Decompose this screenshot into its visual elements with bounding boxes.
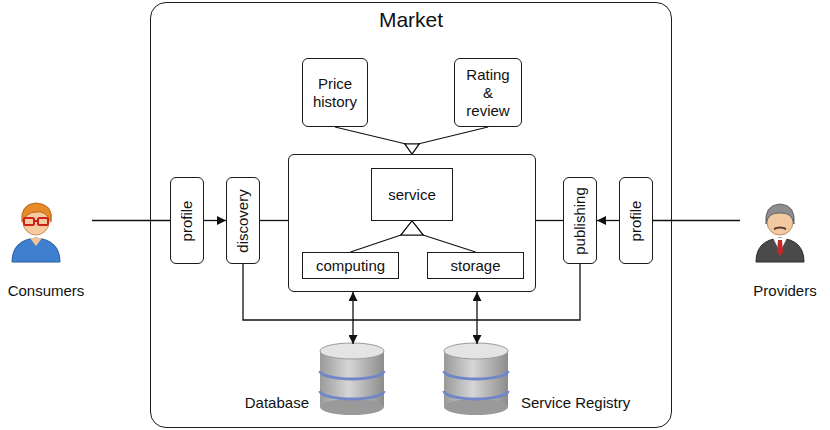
connector [353, 292, 354, 344]
connector [335, 127, 419, 154]
provider-actor: Providers [740, 190, 830, 302]
service-box-label: service [388, 186, 436, 204]
discovery-box: discovery [226, 177, 260, 264]
provider-actor-label: Providers [734, 282, 830, 300]
publishing-box: publishing [563, 177, 597, 264]
connector [405, 127, 488, 154]
connector [351, 221, 424, 252]
triangle-head [405, 144, 419, 154]
connector [401, 221, 476, 252]
registry-node-label: Service Registry [521, 394, 630, 412]
triangle-head [401, 221, 423, 235]
connector [597, 220, 619, 221]
profile-box: profile [170, 177, 204, 264]
consumer-actor: Consumers [0, 190, 92, 302]
info-box: Rating & review [454, 58, 522, 127]
market-region: MarketPrice history Rating & review profil… [150, 2, 672, 428]
discovery-box-label: discovery [234, 189, 252, 252]
info-box: Price history [302, 58, 368, 127]
profile-box-label: profile [627, 200, 645, 241]
registry-cylinder [444, 343, 508, 415]
market-region-label: Market [151, 8, 671, 32]
database-node: Database [321, 344, 385, 418]
service-box: service [371, 168, 453, 221]
consumer-icon [12, 203, 60, 262]
database-node-label: Database [245, 394, 309, 412]
registry-node: Service Registry [445, 344, 509, 418]
service-container: service computing storage [288, 154, 536, 292]
database-cylinder [320, 343, 384, 415]
connector [260, 220, 288, 221]
storage-box: storage [427, 252, 524, 279]
triangle-head [405, 144, 419, 154]
connector [536, 220, 563, 221]
provider-icon [756, 204, 804, 262]
connector [92, 220, 170, 221]
profile-box-label: profile [178, 200, 196, 241]
connector [653, 220, 740, 221]
computing-box: computing [302, 252, 399, 279]
info-box-label: Rating & review [462, 66, 514, 120]
profile-box: profile [619, 177, 653, 264]
consumer-actor-label: Consumers [0, 282, 98, 300]
publishing-box-label: publishing [571, 187, 589, 255]
triangle-head [401, 221, 423, 235]
connector [477, 292, 478, 344]
connector [204, 220, 226, 221]
info-box-label: Price history [309, 75, 361, 111]
connector [243, 264, 580, 320]
storage-box-label: storage [450, 257, 500, 275]
computing-box-label: computing [316, 257, 385, 275]
